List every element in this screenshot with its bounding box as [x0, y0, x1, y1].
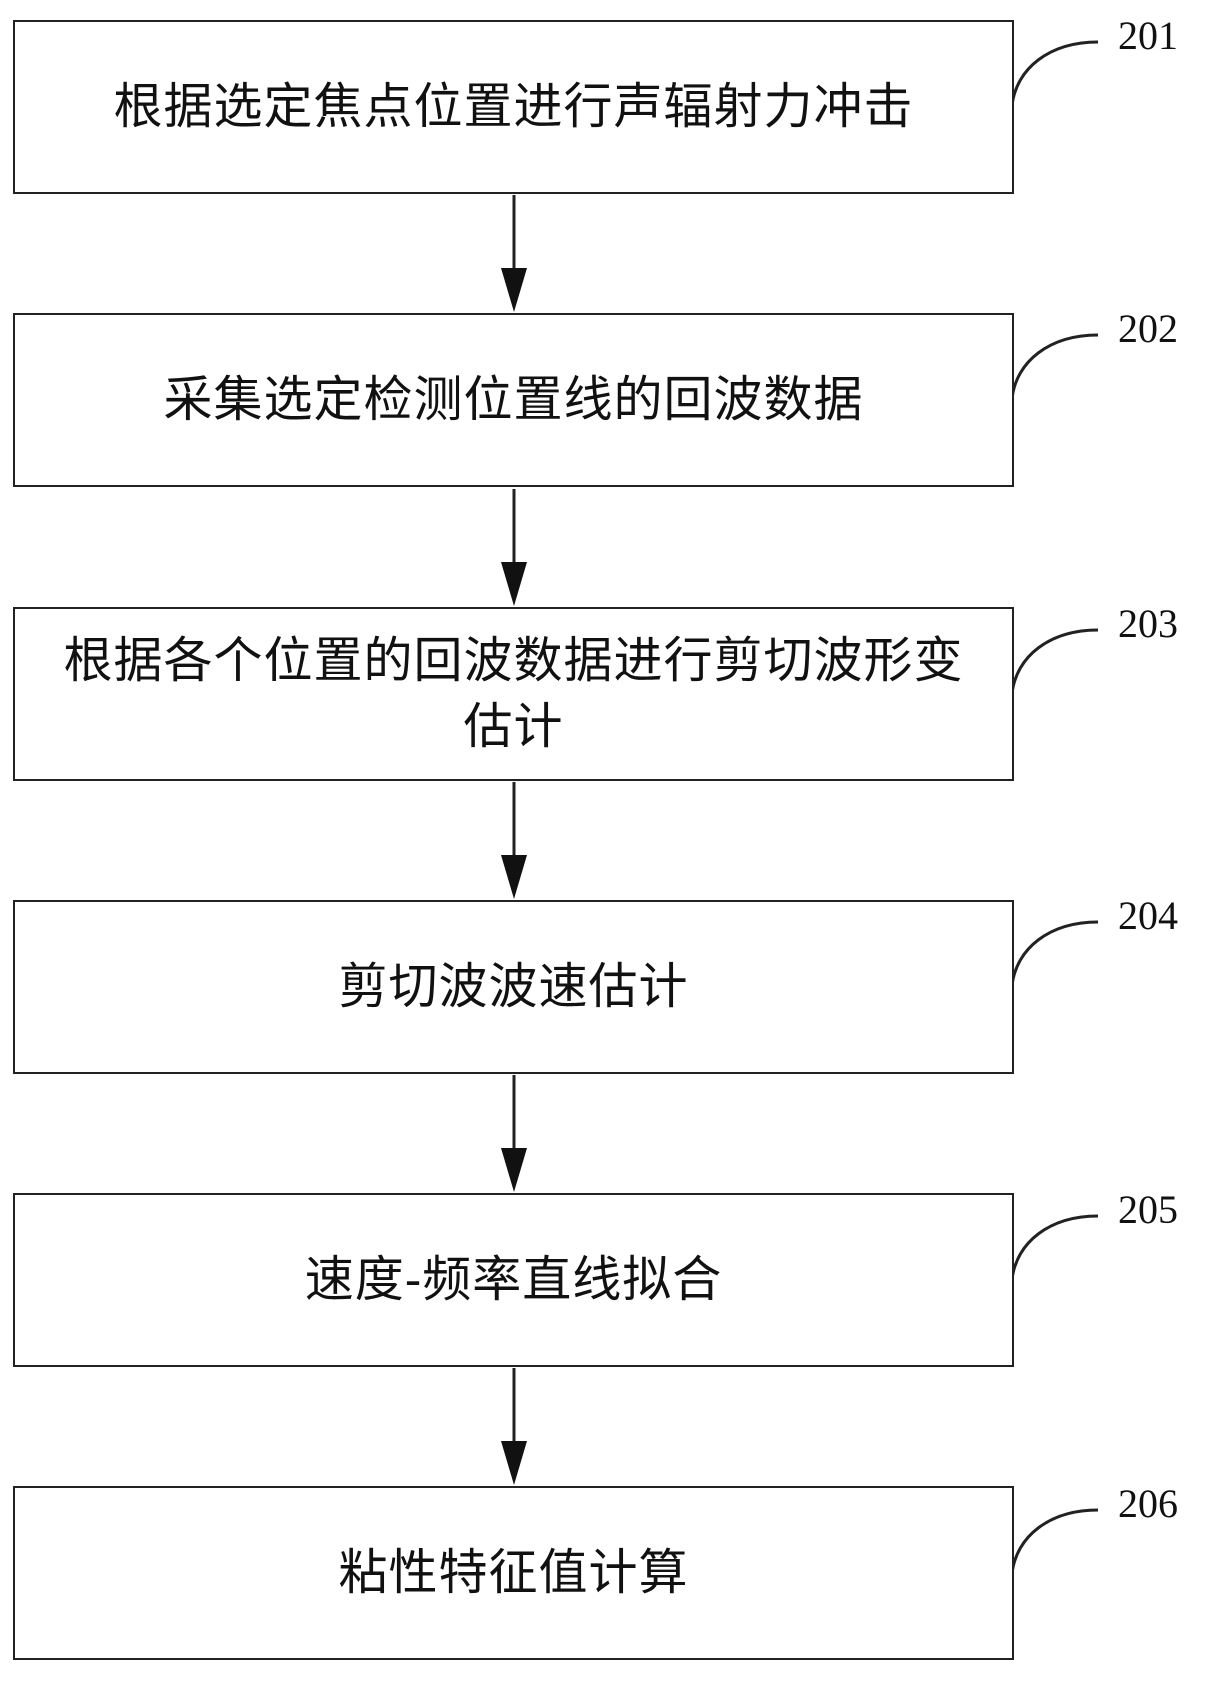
leader-curve-202 [1012, 335, 1098, 399]
step-box-202: 采集选定检测位置线的回波数据 [13, 313, 1014, 487]
step-text-203: 根据各个位置的回波数据进行剪切波形变估计 [44, 628, 984, 760]
step-text-204: 剪切波波速估计 [44, 954, 984, 1020]
step-number-201: 201 [1118, 14, 1178, 58]
arrow-202-203 [501, 489, 527, 606]
step-number-206: 206 [1118, 1482, 1178, 1526]
step-text-202: 采集选定检测位置线的回波数据 [44, 367, 984, 433]
step-text-206: 粘性特征值计算 [44, 1540, 984, 1606]
step-box-203: 根据各个位置的回波数据进行剪切波形变估计 [13, 607, 1014, 781]
leader-curve-201 [1012, 42, 1098, 106]
arrow-205-206 [501, 1368, 527, 1485]
arrow-204-205 [501, 1075, 527, 1192]
step-box-205: 速度-频率直线拟合 [13, 1193, 1014, 1367]
step-box-204: 剪切波波速估计 [13, 900, 1014, 1074]
step-text-201: 根据选定焦点位置进行声辐射力冲击 [44, 74, 984, 140]
arrow-203-204 [501, 782, 527, 899]
step-number-205: 205 [1118, 1188, 1178, 1232]
leader-curve-204 [1012, 922, 1098, 986]
step-box-206: 粘性特征值计算 [13, 1486, 1014, 1660]
arrow-201-202 [501, 195, 527, 312]
leader-curve-203 [1012, 630, 1098, 694]
leader-curve-205 [1012, 1216, 1098, 1280]
step-text-205: 速度-频率直线拟合 [44, 1247, 984, 1313]
step-number-202: 202 [1118, 307, 1178, 351]
step-number-203: 203 [1118, 602, 1178, 646]
leader-curve-206 [1012, 1510, 1098, 1574]
step-number-204: 204 [1118, 894, 1178, 938]
step-box-201: 根据选定焦点位置进行声辐射力冲击 [13, 20, 1014, 194]
